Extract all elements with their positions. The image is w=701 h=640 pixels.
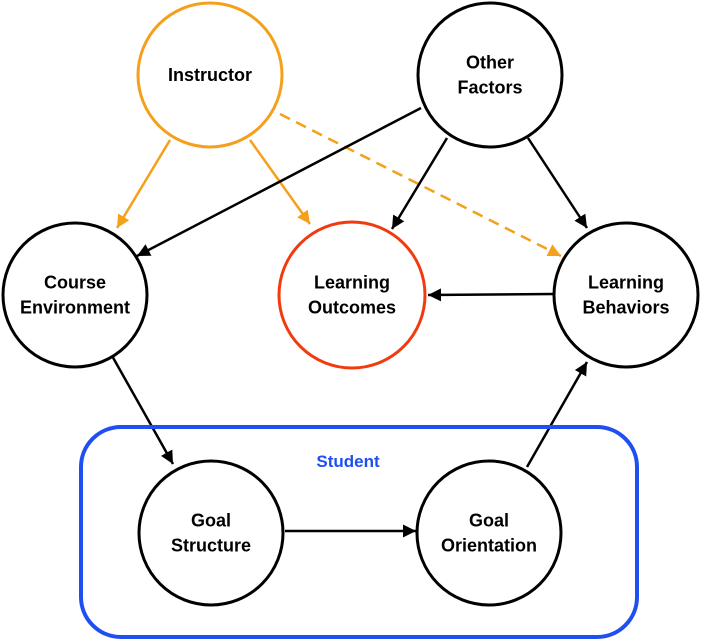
node-learning-behaviors-label-line-1: Learning	[588, 273, 664, 293]
node-other-factors-circle	[416, 1, 564, 149]
edge-goal-orientation-to-learning-behaviors	[525, 361, 589, 468]
node-learning-outcomes-circle	[277, 220, 427, 370]
node-goal-orientation-label-line-1: Goal	[469, 511, 509, 531]
node-other-factors-label-line-2: Factors	[457, 78, 522, 98]
edge-instructor-to-course-environment	[115, 139, 172, 229]
node-learning-outcomes-label-line-2: Outcomes	[308, 298, 396, 318]
node-learning-outcomes-label-line-1: Learning	[314, 273, 390, 293]
edge-other-factors-to-learning-behaviors	[526, 137, 589, 229]
node-instructor-label-line-1: Instructor	[168, 65, 252, 85]
node-learning-behaviors-circle	[552, 221, 700, 369]
edge-instructor-to-learning-behaviors	[279, 112, 562, 258]
node-course-environment-label-line-2: Environment	[20, 298, 130, 318]
student-group-label: Student	[316, 452, 380, 471]
edge-other-factors-to-course-environment	[136, 106, 422, 258]
node-goal-structure-circle	[137, 459, 285, 607]
node-course-environment-circle	[1, 221, 149, 369]
node-goal-orientation-label-line-2: Orientation	[441, 536, 537, 556]
node-course-environment-label-line-1: Course	[44, 273, 106, 293]
node-goal-structure-label-line-1: Goal	[191, 511, 231, 531]
edge-layer	[109, 106, 589, 538]
node-other-factors-label-line-1: Other	[466, 53, 514, 73]
node-instructor: Instructor	[136, 1, 284, 149]
node-goal-orientation-circle	[415, 459, 563, 607]
node-instructor-circle	[136, 1, 284, 149]
edge-course-environment-to-goal-structure	[109, 353, 175, 465]
node-learning-behaviors-label-line-2: Behaviors	[582, 298, 669, 318]
student-group-box	[79, 425, 639, 639]
edge-learning-behaviors-to-learning-outcomes	[427, 288, 555, 302]
edge-other-factors-to-learning-outcomes	[390, 137, 449, 230]
node-goal-structure-label-line-2: Structure	[171, 536, 251, 556]
